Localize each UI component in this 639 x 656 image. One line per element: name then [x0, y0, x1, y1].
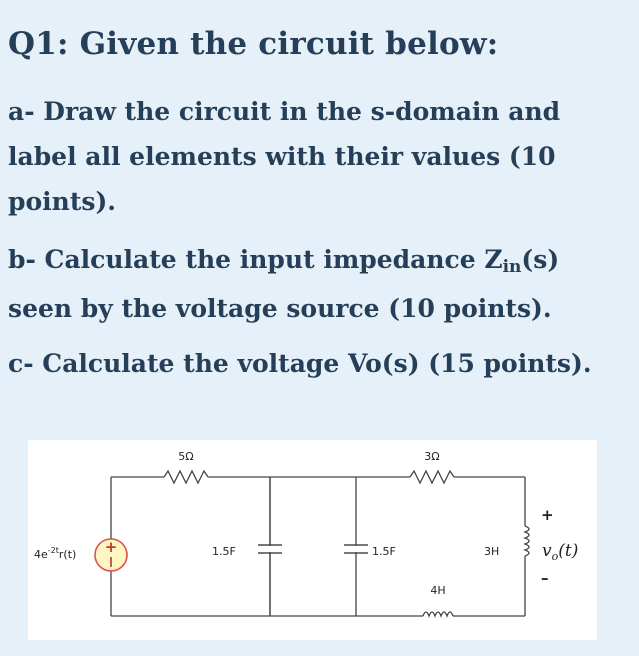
c1-label: 1.5F — [212, 545, 236, 558]
inductor-l1-icon — [422, 611, 454, 618]
part-c-text: c- Calculate the voltage Vo(s) (15 point… — [8, 349, 592, 378]
l1-label: 4H — [430, 584, 445, 597]
voltage-source-icon — [94, 538, 128, 572]
resistor-r1-icon — [163, 469, 209, 485]
circuit-diagram: + 4e-2tr(t) 5Ω 3Ω 1.5F 1.5F 4H 3H + – vo… — [28, 440, 597, 640]
part-a-text: a- Draw the circuit in the s-domain and … — [8, 97, 561, 216]
source-label: 4e-2tr(t) — [34, 546, 76, 561]
c2-label: 1.5F — [372, 545, 396, 558]
part-b-text: b- Calculate the input impedance Zin(s) … — [8, 237, 628, 331]
r2-label: 3Ω — [424, 450, 439, 463]
source-plus: + — [105, 538, 118, 556]
circuit-svg: + 4e-2tr(t) 5Ω 3Ω 1.5F 1.5F 4H 3H + – vo… — [34, 450, 578, 618]
part-b-subscript: in — [502, 257, 522, 277]
part-b-suffix: (s) seen by the voltage source (10 point… — [8, 245, 560, 323]
inductor-l2-icon — [523, 525, 530, 557]
vo-minus: – — [541, 569, 549, 587]
l2-label: 3H — [484, 545, 499, 558]
question-title: Q1: Given the circuit below: — [8, 26, 499, 62]
r1-label: 5Ω — [178, 450, 193, 463]
vo-plus: + — [541, 506, 554, 524]
resistor-r2-icon — [409, 469, 455, 485]
vo-label: vo(t) — [542, 541, 578, 563]
part-b-prefix: b- Calculate the input impedance Z — [8, 245, 503, 274]
